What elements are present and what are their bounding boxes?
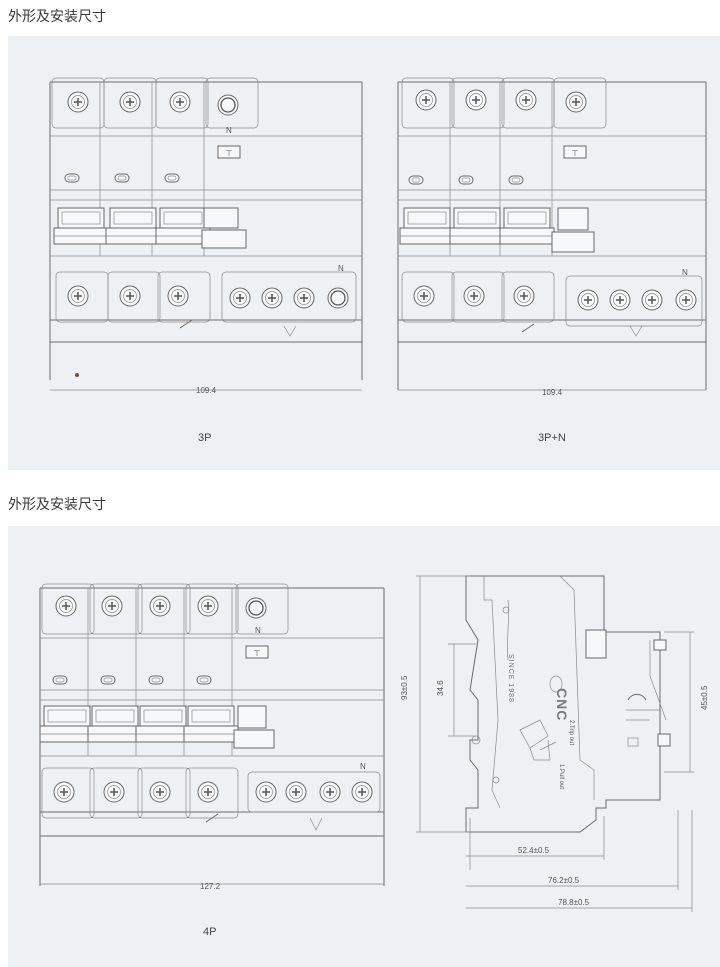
dim-3pn-width: 109.4 — [542, 388, 563, 397]
svg-text:⊤: ⊤ — [226, 149, 233, 158]
trip-out-text: 2.Trip out — [568, 720, 574, 746]
dim-right: 45±0.5 — [700, 685, 709, 710]
brand-logo: CNC — [554, 688, 570, 722]
n-label-3p-bottom: N — [338, 264, 344, 273]
svg-text:⊤: ⊤ — [254, 649, 261, 658]
dim-depth-3: 78.8±0.5 — [558, 898, 590, 907]
dim-4p-width: 127.2 — [200, 882, 221, 891]
dim-depth-2: 76.2±0.5 — [548, 876, 580, 885]
section-title-top: 外形及安装尺寸 — [8, 9, 106, 25]
since-text: SINCE 1988 — [507, 654, 514, 703]
diagram-side-view — [416, 575, 694, 912]
diagram-3pn: ⊤ — [397, 77, 707, 391]
panel-bottom — [8, 526, 720, 967]
caption-4p: 4P — [203, 926, 217, 938]
svg-text:⊤: ⊤ — [572, 149, 579, 158]
dim-3p-width: 109.4 — [196, 386, 217, 395]
n-label-3p-top: N — [226, 126, 232, 135]
diagram-4p: ⊤ — [39, 583, 385, 886]
dim-inner: 34.6 — [436, 680, 445, 696]
caption-3pn: 3P+N — [538, 432, 566, 444]
pull-out-text: 1.Pull out — [558, 764, 564, 790]
n-label-4p-bottom: N — [360, 762, 366, 771]
n-label-4p-top: N — [255, 626, 261, 635]
diagram-3p: ⊤ — [49, 77, 363, 391]
section-title-bottom: 外形及安装尺寸 — [8, 497, 106, 513]
caption-3p: 3P — [198, 432, 212, 444]
n-label-3pn-bottom: N — [682, 268, 688, 277]
dim-height: 93±0.5 — [400, 675, 409, 700]
dim-depth-1: 52.4±0.5 — [518, 846, 550, 855]
